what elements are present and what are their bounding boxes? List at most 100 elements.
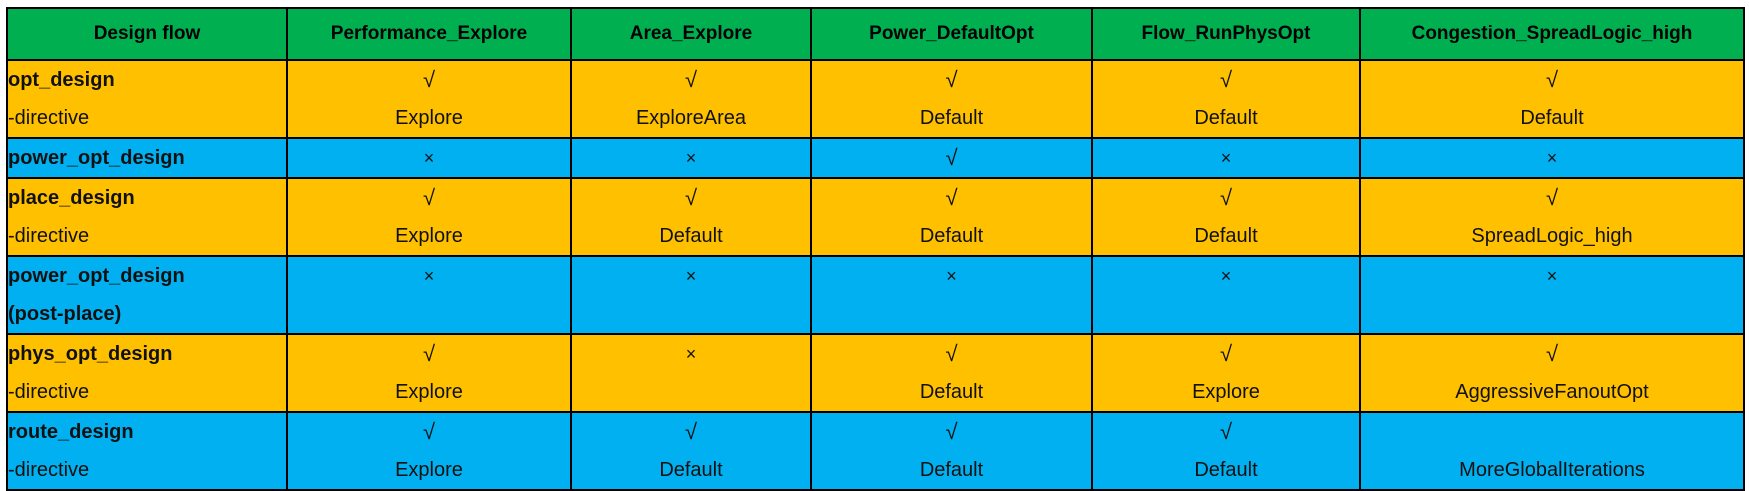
value-cell-performance-explore: × bbox=[286, 255, 572, 335]
cross-mark: × bbox=[685, 148, 697, 168]
check-mark: √ bbox=[1219, 67, 1233, 92]
command-name: (post-place) bbox=[8, 303, 122, 325]
cross-mark: × bbox=[1546, 148, 1558, 168]
value-cell-performance-explore: × bbox=[286, 137, 572, 179]
value-cell-area-explore: √ ExploreArea bbox=[570, 59, 812, 139]
directive-value: Default bbox=[919, 459, 984, 481]
value-cell-flow-runphysopt: × bbox=[1091, 137, 1361, 179]
value-cell-performance-explore: √Explore bbox=[286, 333, 572, 413]
value-cell-flow-runphysopt: √ Explore bbox=[1091, 333, 1361, 413]
check-mark: √ bbox=[1219, 185, 1233, 210]
table-row-power-opt-design: power_opt_design × × √ × × bbox=[6, 137, 1745, 179]
directive-label: -directive bbox=[8, 225, 90, 247]
value-cell-congestion-spreadlogic-high: MoreGlobalIterations bbox=[1359, 411, 1745, 491]
header-power-defaultopt: Power_DefaultOpt bbox=[810, 7, 1093, 61]
cross-mark: × bbox=[946, 266, 957, 286]
command-name: opt_design bbox=[8, 69, 115, 91]
command-name: place_design bbox=[8, 187, 135, 209]
directive-value: Default bbox=[919, 381, 984, 403]
check-mark: √ bbox=[422, 419, 436, 444]
value-cell-flow-runphysopt: √ Default bbox=[1091, 177, 1361, 257]
header-row: Design flow Performance_Explore Area_Exp… bbox=[6, 7, 1745, 61]
directive-value: AggressiveFanoutOpt bbox=[1455, 381, 1649, 403]
empty-mark bbox=[1362, 414, 1742, 451]
value-cell-power-defaultopt: √ Default bbox=[810, 411, 1093, 491]
directive-value: Default bbox=[659, 459, 723, 481]
directive-label: -directive bbox=[8, 107, 90, 129]
value-cell-congestion-spreadlogic-high: × bbox=[1359, 255, 1745, 335]
directive-value: Explore bbox=[395, 225, 463, 247]
check-mark: √ bbox=[422, 341, 436, 366]
value-cell-area-explore: √Default bbox=[570, 411, 812, 491]
header-flow-runphysopt: Flow_RunPhysOpt bbox=[1091, 7, 1361, 61]
check-mark: √ bbox=[1545, 185, 1559, 210]
value-cell-area-explore: × bbox=[570, 333, 812, 413]
value-cell-area-explore: × bbox=[570, 137, 812, 179]
header-performance-explore: Performance_Explore bbox=[286, 7, 572, 61]
value-cell-performance-explore: √ Explore bbox=[286, 411, 572, 491]
value-cell-performance-explore: √ Explore bbox=[286, 177, 572, 257]
directive-value bbox=[573, 373, 809, 410]
check-mark: √ bbox=[1219, 341, 1233, 366]
value-cell-flow-runphysopt: √ Default bbox=[1091, 411, 1361, 491]
value-cell-power-defaultopt: √Default bbox=[810, 177, 1093, 257]
directive-value: SpreadLogic_high bbox=[1471, 225, 1633, 247]
cross-mark: × bbox=[1546, 266, 1558, 286]
header-congestion-spreadlogic-high: Congestion_SpreadLogic_high bbox=[1359, 7, 1745, 61]
directive-value: Default bbox=[919, 107, 984, 129]
table-body: opt_design -directive √ Explore √ ExploreArea… bbox=[6, 59, 1745, 491]
value-cell-area-explore: √Default bbox=[570, 177, 812, 257]
cross-mark: × bbox=[423, 266, 435, 286]
check-mark: √ bbox=[422, 185, 436, 210]
command-name: phys_opt_design bbox=[8, 343, 173, 365]
check-mark: √ bbox=[1545, 341, 1559, 366]
check-mark: √ bbox=[945, 419, 958, 444]
row-label-cell: power_opt_design(post-place) bbox=[6, 255, 288, 335]
row-label-cell: place_design -directive bbox=[6, 177, 288, 257]
table-row-route-design-directive: route_design-directive√Explore√Default√D… bbox=[6, 411, 1745, 491]
value-cell-flow-runphysopt: √ Default bbox=[1091, 59, 1361, 139]
directive-value: Explore bbox=[395, 459, 463, 481]
value-cell-power-defaultopt: × bbox=[810, 255, 1093, 335]
check-mark: √ bbox=[945, 185, 958, 210]
value-cell-congestion-spreadlogic-high: √ AggressiveFanoutOpt bbox=[1359, 333, 1745, 413]
command-name: route_design bbox=[8, 421, 134, 443]
row-label-cell: route_design -directive bbox=[6, 411, 288, 491]
value-cell-performance-explore: √Explore bbox=[286, 59, 572, 139]
cross-mark: × bbox=[423, 148, 435, 168]
cross-mark: × bbox=[1220, 148, 1232, 168]
cross-mark: × bbox=[685, 344, 697, 364]
directive-value: ExploreArea bbox=[635, 107, 747, 129]
table-row-place-design-directive: place_design-directive√Explore√Default√D… bbox=[6, 177, 1745, 257]
check-mark: √ bbox=[945, 145, 958, 170]
check-mark: √ bbox=[1219, 419, 1233, 444]
value-cell-power-defaultopt: √ Default bbox=[810, 59, 1093, 139]
cross-mark: × bbox=[685, 266, 697, 286]
row-label-cell: phys_opt_design-directive bbox=[6, 333, 288, 413]
directive-value: MoreGlobalIterations bbox=[1459, 459, 1645, 481]
value-cell-power-defaultopt: √ Default bbox=[810, 333, 1093, 413]
directive-value: Explore bbox=[395, 107, 463, 129]
row-label-cell: opt_design -directive bbox=[6, 59, 288, 139]
design-flow-table: Design flow Performance_Explore Area_Exp… bbox=[6, 7, 1745, 491]
check-mark: √ bbox=[945, 341, 958, 366]
header-design-flow: Design flow bbox=[6, 7, 288, 61]
value-cell-power-defaultopt: √ bbox=[810, 137, 1093, 179]
value-cell-congestion-spreadlogic-high: √Default bbox=[1359, 59, 1745, 139]
directive-value: Default bbox=[1194, 459, 1258, 481]
directive-label: -directive bbox=[8, 459, 90, 481]
directive-value: Default bbox=[1194, 107, 1258, 129]
cross-mark: × bbox=[1220, 266, 1232, 286]
row-label-cell: power_opt_design bbox=[6, 137, 288, 179]
table-row-phys-opt-design-directive: phys_opt_design-directive √ Explore × √ Defau… bbox=[6, 333, 1745, 413]
value-cell-congestion-spreadlogic-high: × bbox=[1359, 137, 1745, 179]
directive-value: Explore bbox=[1192, 381, 1260, 403]
check-mark: √ bbox=[684, 185, 698, 210]
table-row-power-opt-design-post-place: power_opt_design(post-place) × × × × × bbox=[6, 255, 1745, 335]
value-cell-area-explore: × bbox=[570, 255, 812, 335]
command-name: power_opt_design bbox=[8, 147, 185, 169]
check-mark: √ bbox=[1545, 67, 1559, 92]
check-mark: √ bbox=[684, 67, 698, 92]
check-mark: √ bbox=[945, 67, 958, 92]
directive-value: Default bbox=[1194, 225, 1258, 247]
